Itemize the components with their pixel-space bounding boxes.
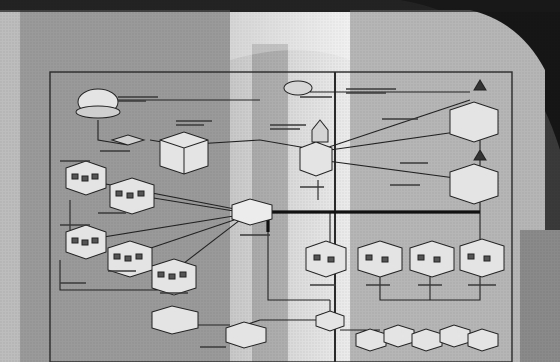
workstation-cluster-icon — [460, 239, 504, 277]
workstation-cluster-icon — [306, 241, 346, 277]
workstation-cluster-icon — [410, 241, 454, 277]
workstation-cluster-icon — [152, 259, 196, 295]
router-icon — [316, 311, 344, 331]
workstation-cluster-icon — [110, 178, 154, 214]
printer-icon — [152, 306, 198, 334]
workstation-cluster-icon — [66, 161, 106, 195]
edge-shadow — [0, 0, 560, 12]
satellite-icon — [284, 81, 312, 95]
server-cube-icon — [160, 132, 208, 174]
workstation-cluster-icon — [66, 225, 106, 259]
workstation-cluster-icon — [358, 241, 402, 277]
network-switch-icon — [232, 199, 272, 225]
globe-base-icon — [76, 106, 120, 118]
printer-icon — [226, 322, 266, 348]
